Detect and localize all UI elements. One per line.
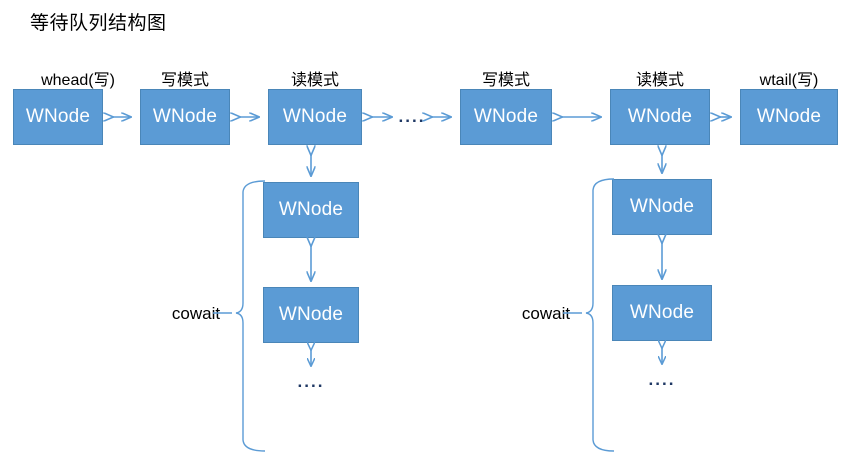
cowait-right-node-1[interactable]: WNode [612, 179, 712, 235]
node-read-mode-1[interactable]: WNode [268, 89, 362, 145]
cowait-label-left: cowait [171, 304, 221, 323]
cowait-bracket-right [585, 178, 615, 452]
chain-ellipsis: .... [398, 107, 426, 126]
node-whead[interactable]: WNode [13, 89, 103, 145]
node-top-label-wtail: wtail(写) [759, 72, 819, 89]
node-write-mode-2[interactable]: WNode [460, 89, 552, 145]
node-top-label-write-mode-1: 写模式 [160, 72, 210, 89]
cowait-bracket-left [235, 180, 266, 452]
node-read-mode-2[interactable]: WNode [610, 89, 710, 145]
cowait-label-right: cowait [521, 304, 571, 323]
cowait-right-ellipsis: .... [648, 370, 676, 389]
node-top-label-read-mode-2: 读模式 [635, 72, 685, 89]
node-write-mode-1[interactable]: WNode [140, 89, 230, 145]
cowait-right-node-2[interactable]: WNode [612, 285, 712, 341]
node-wtail[interactable]: WNode [740, 89, 838, 145]
node-top-label-read-mode-1: 读模式 [290, 72, 340, 89]
cowait-left-node-2[interactable]: WNode [263, 287, 359, 343]
cowait-left-ellipsis: .... [297, 372, 325, 391]
page-title: 等待队列结构图 [30, 13, 167, 34]
node-top-label-whead: whead(写) [41, 72, 115, 89]
cowait-left-node-1[interactable]: WNode [263, 182, 359, 238]
node-top-label-write-mode-2: 写模式 [481, 72, 531, 89]
